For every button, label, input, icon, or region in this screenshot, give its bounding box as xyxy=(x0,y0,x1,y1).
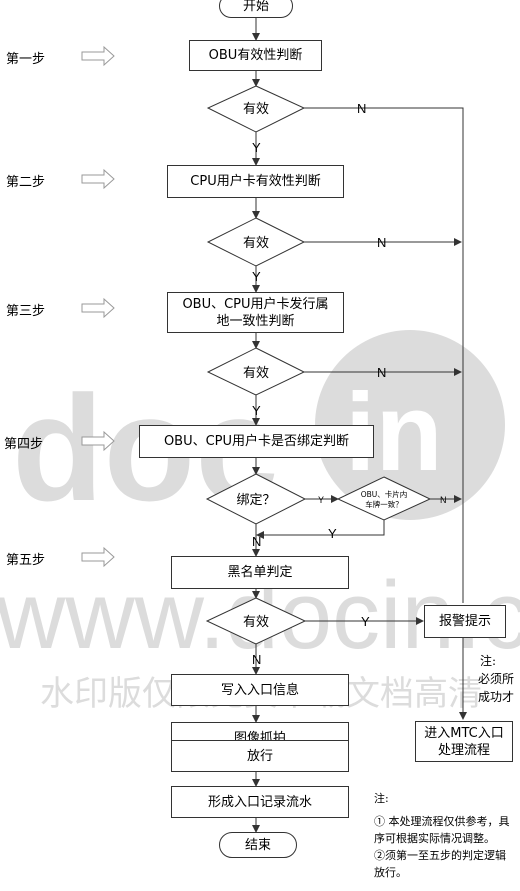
plate-label-line1: OBU、卡片内 xyxy=(361,489,408,499)
release-box: 放行 xyxy=(171,740,349,772)
step-arrow-icon xyxy=(81,45,115,67)
label-y-3: Y xyxy=(252,403,261,418)
record-box: 形成入口记录流水 xyxy=(171,786,349,818)
step-2-label: 第二步 xyxy=(6,175,46,190)
valid3-label: 有效 xyxy=(243,366,269,381)
decision-valid-4 xyxy=(205,597,307,645)
cpu-validity-box: CPU用户卡有效性判断 xyxy=(167,165,344,198)
side-note: 注: 必须所 成功才 xyxy=(478,652,515,706)
step-arrow-icons xyxy=(81,45,115,568)
label-n-4: N xyxy=(252,652,261,667)
valid1-label: 有效 xyxy=(243,102,269,117)
decision-valid-2 xyxy=(206,217,306,267)
start-node: 开始 xyxy=(219,0,293,18)
blacklist-box: 黑名单判定 xyxy=(171,556,349,589)
label-n-3: N xyxy=(377,365,386,380)
notes-line1: ① 本处理流程仅供参考，具 xyxy=(374,815,510,828)
valid2-label: 有效 xyxy=(243,236,269,251)
mtc-line-2: 处理流程 xyxy=(437,742,490,758)
region-line-2: 地一致性判断 xyxy=(216,313,295,329)
notes-line4: 放行。 xyxy=(374,866,407,879)
side-note-line1: 必须所 xyxy=(478,672,515,686)
step-1-label: 第一步 xyxy=(6,52,46,67)
step-arrow-icon xyxy=(81,546,115,568)
edge-valid1-no xyxy=(304,107,464,603)
step-arrow-icon xyxy=(81,430,115,452)
step-5-label: 第五步 xyxy=(6,553,46,568)
decision-bound xyxy=(205,473,307,525)
label-n-plate: N xyxy=(440,495,447,505)
mtc-line-1: 进入MTC入口 xyxy=(424,725,504,741)
label-n-bound: N xyxy=(252,534,261,549)
valid4-label: 有效 xyxy=(243,615,269,630)
decision-valid-3 xyxy=(206,347,306,396)
region-line-1: OBU、CPU用户卡发行属 xyxy=(182,296,329,312)
step-arrow-icon xyxy=(81,297,115,319)
step-arrow-icon xyxy=(81,168,115,190)
plate-label-line2: 车牌一致？ xyxy=(365,499,403,509)
step-4-label: 第四步 xyxy=(4,437,44,452)
label-y-bound: Y xyxy=(318,495,324,505)
obu-validity-box: OBU有效性判断 xyxy=(189,40,322,71)
notes-line2: 序可根据实际情况调整。 xyxy=(374,832,495,845)
side-note-line2: 成功才 xyxy=(478,690,515,704)
edge-plate-yes xyxy=(256,520,385,539)
bound-label: 绑定？ xyxy=(236,493,275,508)
decision-plate xyxy=(336,476,432,521)
label-y-4: Y xyxy=(361,614,370,629)
label-n-2: N xyxy=(377,235,386,250)
label-y-1: Y xyxy=(252,140,261,155)
region-consistency-box: OBU、CPU用户卡发行属 地一致性判断 xyxy=(167,292,344,333)
bottom-notes: 注: ① 本处理流程仅供参考，具 序可根据实际情况调整。 ②须第一至五步的判定逻… xyxy=(374,790,520,881)
end-node: 结束 xyxy=(219,832,297,858)
notes-title: 注: xyxy=(374,792,389,805)
label-y-2: Y xyxy=(252,269,261,284)
side-note-title: 注: xyxy=(480,654,497,668)
write-entry-box: 写入入口信息 xyxy=(171,674,349,706)
binding-check-box: OBU、CPU用户卡是否绑定判断 xyxy=(139,425,374,458)
step-3-label: 第三步 xyxy=(6,304,46,319)
mtc-entry-box: 进入MTC入口 处理流程 xyxy=(415,721,513,762)
label-n-1: N xyxy=(357,101,366,116)
alarm-box: 报警提示 xyxy=(424,605,506,638)
label-y-plate: Y xyxy=(328,526,337,541)
notes-line3: ②须第一至五步的判定逻辑 xyxy=(374,849,506,862)
decision-valid-1 xyxy=(206,85,306,133)
